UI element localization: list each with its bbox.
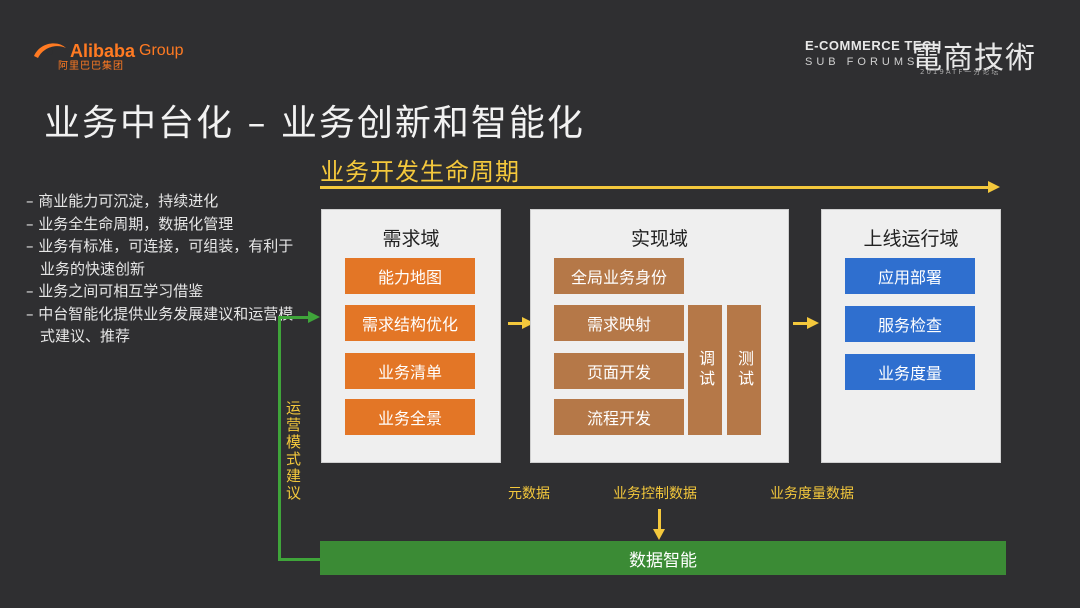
lifecycle-label: 业务开发生命周期 [320,158,520,186]
debug-box: 调试 [688,305,722,435]
logo-text: Alibaba [70,40,136,61]
side-vertical-label: 运营模式建议 [284,400,302,502]
feedback-line-vertical [278,316,281,561]
arrow-impl-ops [793,322,809,325]
ops-title: 上线运行域 [863,228,959,250]
demand-title: 需求域 [382,228,440,250]
ops-item: 服务检查 [845,306,975,342]
ops-item: 业务度量 [845,354,975,390]
demand-item: 需求结构优化 [345,305,475,341]
brand-sub: 2019ATF一分论坛 [920,68,1001,76]
bullet-item: – 中台智能化提供业务发展建议和运营模式建议、推荐 [26,304,294,346]
alibaba-swoosh-icon [34,43,66,58]
page-title: 业务中台化 – 业务创新和智能化 [44,103,585,144]
feedback-arrowhead-icon [308,311,320,323]
brand-cn: 電商技術 [912,41,1036,76]
bullet-item: – 业务全生命周期，数据化管理 [26,214,234,233]
data-intelligence-bar: 数据智能 [320,541,1006,575]
impl-panel: 实现域 全局业务身份 需求映射 页面开发 流程开发 调试 测试 [530,209,789,463]
demand-item: 业务全景 [345,399,475,435]
demand-item: 业务清单 [345,353,475,389]
logo-cn-text: 阿里巴巴集团 [58,61,124,72]
ops-item: 应用部署 [845,258,975,294]
brand-line2: SUB FORUMS [805,56,919,68]
lifecycle-arrowhead-icon [988,181,1000,193]
meta-data-label: 元数据 [508,486,550,502]
down-arrowhead-icon [653,529,665,540]
impl-item: 需求映射 [554,305,684,341]
test-box: 测试 [727,305,761,435]
brand-line1: E-COMMERCE TECH [805,38,942,53]
lifecycle-arrow [320,186,990,189]
bullet-item: – 业务之间可相互学习借鉴 [26,282,204,300]
measure-data-label: 业务度量数据 [770,486,854,502]
bullet-item: – 业务有标准，可连接，可组装，有利于业务的快速创新 [26,237,294,278]
logo-group-text: Group [139,42,184,59]
feedback-line-top [278,316,310,319]
impl-item: 全局业务身份 [554,258,684,294]
bullet-list: – 商业能力可沉淀，持续进化 – 业务全生命周期，数据化管理 – 业务有标准，可… [26,190,296,348]
demand-panel: 需求域 能力地图 需求结构优化 业务清单 业务全景 [321,209,501,463]
feedback-line-bottom [278,558,320,561]
demand-item: 能力地图 [345,258,475,294]
impl-title: 实现域 [630,228,688,250]
arrowhead-icon [807,317,819,329]
impl-item: 页面开发 [554,353,684,389]
control-data-label: 业务控制数据 [613,486,697,502]
ops-panel: 上线运行域 应用部署 服务检查 业务度量 [821,209,1001,463]
impl-item: 流程开发 [554,399,684,435]
alibaba-logo: Alibaba Group [30,38,183,64]
bullet-item: – 商业能力可沉淀，持续进化 [26,192,219,210]
down-arrow [658,509,661,531]
arrow-demand-impl [508,322,524,325]
